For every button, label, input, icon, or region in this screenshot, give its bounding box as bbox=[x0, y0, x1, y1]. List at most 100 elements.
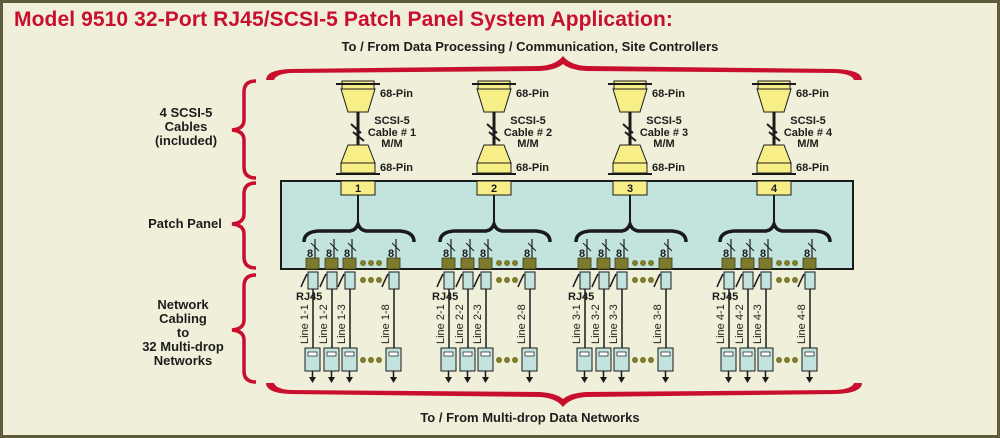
rj45-port bbox=[802, 257, 817, 270]
device-ellipsis-dot bbox=[640, 357, 646, 363]
rj45-port bbox=[478, 257, 493, 270]
network-device bbox=[720, 347, 737, 372]
port-number: 3 bbox=[627, 183, 633, 195]
side-label-line: Patch Panel bbox=[148, 216, 222, 231]
device-display bbox=[742, 351, 753, 357]
bottom-connector-cap bbox=[476, 162, 512, 174]
top-connector-body bbox=[612, 88, 648, 113]
network-device bbox=[440, 347, 457, 372]
rj45-cable-bend bbox=[300, 273, 308, 288]
wire-count-label: 8 bbox=[388, 248, 394, 260]
rj45-plug bbox=[524, 271, 536, 290]
device-display bbox=[443, 351, 454, 357]
line-label: Line 3-8 bbox=[652, 304, 664, 344]
port-number: 1 bbox=[355, 183, 361, 195]
network-device bbox=[757, 347, 774, 372]
rj45-port bbox=[386, 257, 401, 270]
rj45-cable-bend bbox=[436, 273, 444, 288]
rj45-plug bbox=[462, 271, 474, 290]
network-device bbox=[385, 347, 402, 372]
line-label: Line 4-3 bbox=[752, 304, 764, 344]
cable-label-number: Cable # 1 bbox=[368, 127, 416, 139]
rj45-label: RJ45 bbox=[712, 291, 738, 303]
port-number: 4 bbox=[771, 183, 778, 195]
port-ellipsis-dot bbox=[648, 260, 654, 266]
side-label-patch-panel: Patch Panel bbox=[130, 216, 240, 231]
wire-count-label: 8 bbox=[344, 248, 350, 260]
plug-ellipsis-dot bbox=[632, 277, 638, 283]
line-label: Line 3-3 bbox=[608, 304, 620, 344]
rj45-cable-bend bbox=[797, 273, 805, 288]
fanout-brace bbox=[438, 218, 552, 243]
arrow-down-icon bbox=[482, 377, 489, 383]
cable-label-gender: M/M bbox=[517, 138, 538, 150]
rj45-plug bbox=[723, 271, 735, 290]
arrow-down-icon bbox=[806, 377, 813, 383]
brace-bottom bbox=[266, 383, 862, 407]
side-label-line: to bbox=[176, 325, 190, 340]
port-wire-slash bbox=[745, 242, 755, 252]
connector-label-bottom: 68-Pin bbox=[380, 162, 413, 174]
device-display bbox=[804, 351, 815, 357]
device-ellipsis-dot bbox=[792, 357, 798, 363]
rj45-plug bbox=[616, 271, 628, 290]
rj45-port bbox=[441, 257, 456, 270]
rj45-cable-bend bbox=[609, 273, 617, 288]
network-device bbox=[341, 347, 358, 372]
network-device bbox=[801, 347, 818, 372]
network-device bbox=[323, 347, 340, 372]
arrow-down-icon bbox=[390, 377, 397, 383]
network-device bbox=[521, 347, 538, 372]
brace-top bbox=[266, 56, 862, 80]
line-label: Line 4-1 bbox=[715, 304, 727, 344]
side-label-line: Network bbox=[157, 297, 209, 312]
device-ellipsis-dot bbox=[376, 357, 382, 363]
rj45-cable-bend bbox=[473, 273, 481, 288]
rj45-cable-bend bbox=[572, 273, 580, 288]
rj45-plug bbox=[579, 271, 591, 290]
cable-break-icon bbox=[622, 123, 637, 142]
port-wire-slash bbox=[807, 242, 817, 252]
side-label-line: 32 Multi-drop bbox=[142, 339, 224, 354]
cable-label-type: SCSI-5 bbox=[646, 115, 681, 127]
device-display bbox=[462, 351, 473, 357]
port-wire-slash bbox=[527, 242, 537, 252]
plug-ellipsis-dot bbox=[360, 277, 366, 283]
fanout-brace bbox=[302, 218, 416, 243]
device-display bbox=[307, 351, 318, 357]
network-device bbox=[459, 347, 476, 372]
bottom-caption: To / From Multi-drop Data Networks bbox=[420, 410, 640, 425]
plug-ellipsis-dot bbox=[784, 277, 790, 283]
arrow-down-icon bbox=[581, 377, 588, 383]
rj45-cable-bend bbox=[716, 273, 724, 288]
rj45-cable-bend bbox=[753, 273, 761, 288]
network-device bbox=[477, 347, 494, 372]
port-wire-slash bbox=[582, 242, 592, 252]
port-wire-slash bbox=[601, 242, 611, 252]
port-number: 2 bbox=[491, 183, 497, 195]
cable-label-gender: M/M bbox=[653, 138, 674, 150]
wire-count-label: 8 bbox=[723, 248, 729, 260]
wire-count-label: 8 bbox=[760, 248, 766, 260]
port-ellipsis-dot bbox=[632, 260, 638, 266]
network-device bbox=[576, 347, 593, 372]
connector-label-bottom: 68-Pin bbox=[516, 162, 549, 174]
port-wire-slash bbox=[310, 242, 320, 252]
side-label-cables: 4 SCSI-5 Cables (included) bbox=[138, 106, 234, 148]
line-label: Line 1-3 bbox=[336, 304, 348, 344]
rj45-port bbox=[740, 257, 755, 270]
network-device bbox=[304, 347, 321, 372]
arrow-down-icon bbox=[762, 377, 769, 383]
rj45-cable-bend bbox=[319, 273, 327, 288]
port-ellipsis-dot bbox=[376, 260, 382, 266]
device-display bbox=[524, 351, 535, 357]
side-label-network: Network Cabling to 32 Multi-drop Network… bbox=[128, 298, 238, 368]
fanout-brace bbox=[574, 218, 688, 243]
port-ellipsis-dot bbox=[512, 260, 518, 266]
device-ellipsis-dot bbox=[368, 357, 374, 363]
line-label: Line 4-2 bbox=[734, 304, 746, 344]
device-display bbox=[760, 351, 771, 357]
rj45-label: RJ45 bbox=[432, 291, 458, 303]
top-connector-body bbox=[756, 88, 792, 113]
